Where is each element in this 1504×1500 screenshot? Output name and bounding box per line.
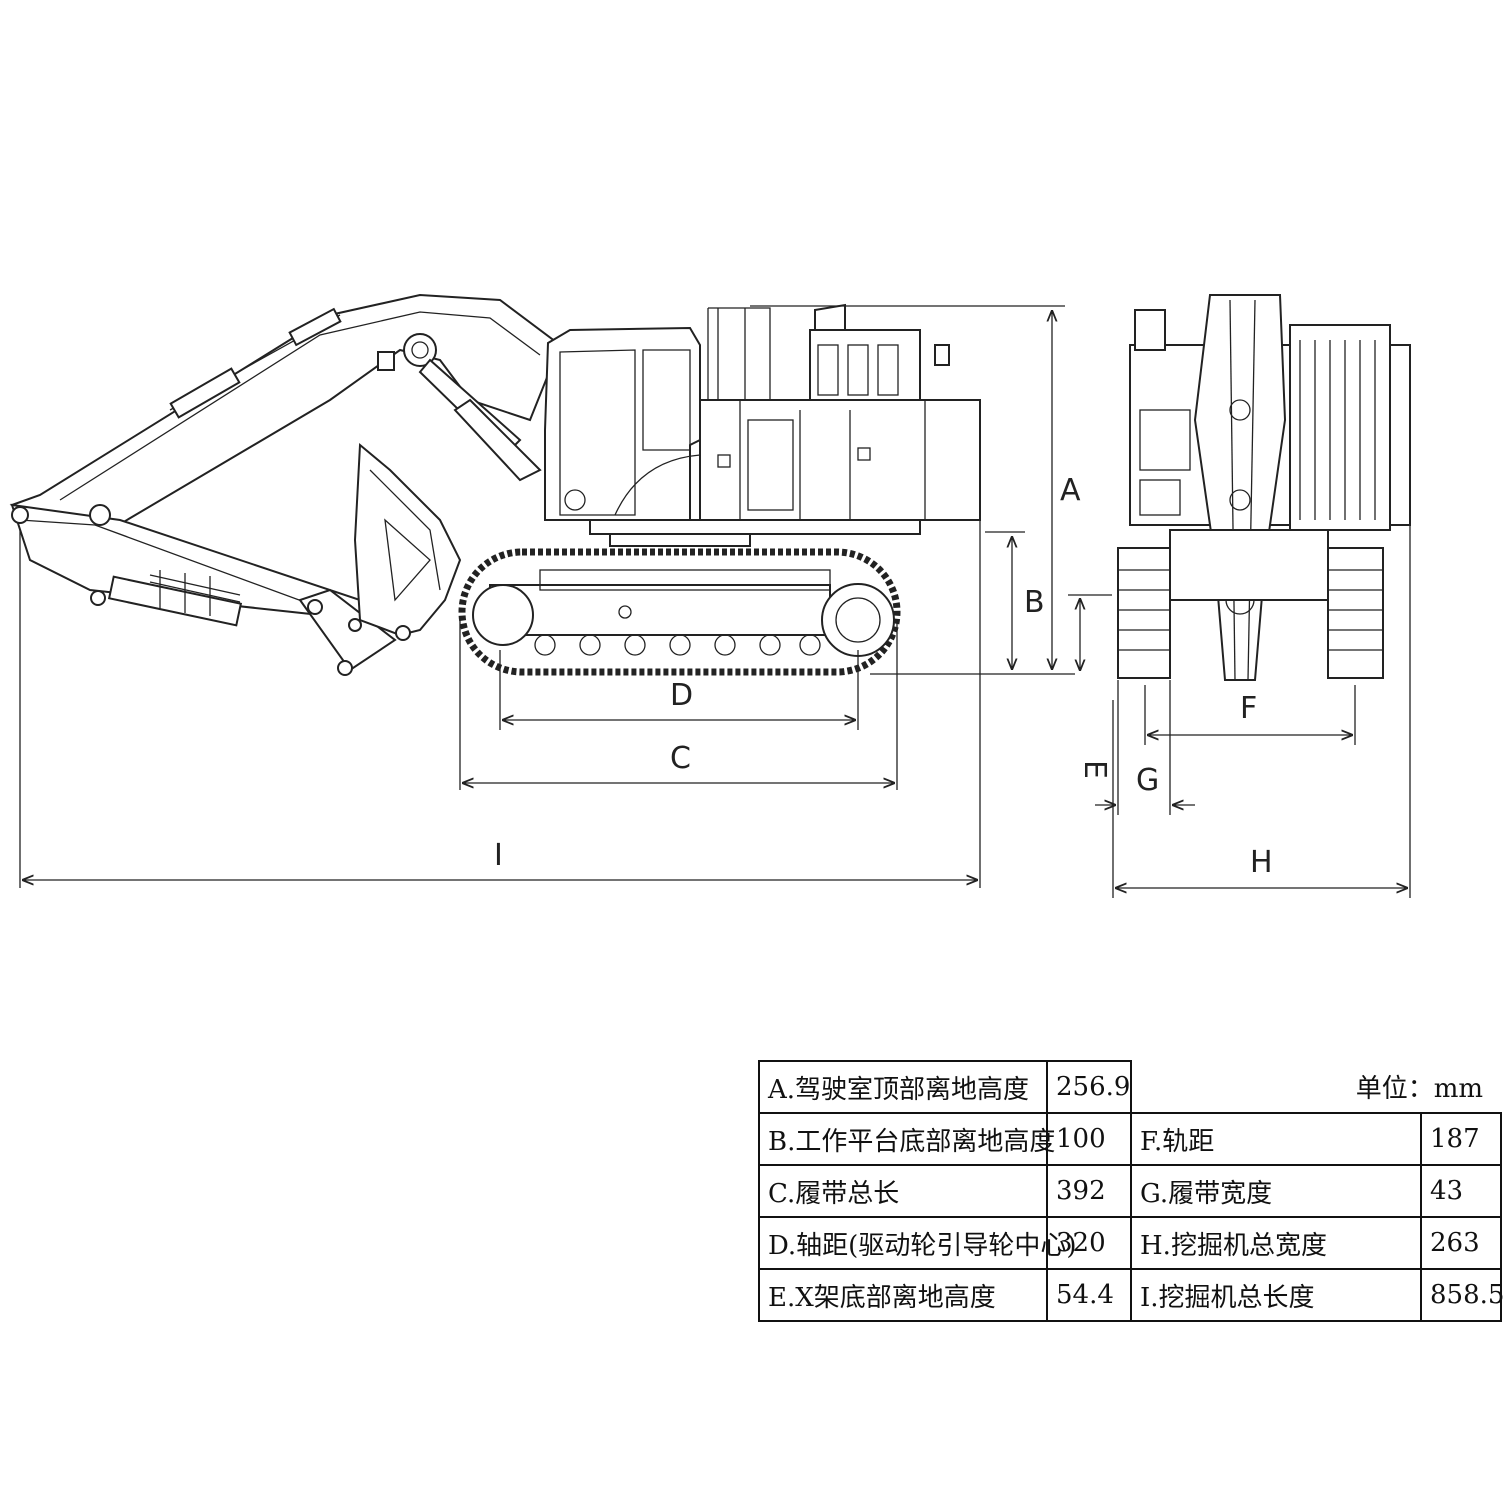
dim-label-i: I	[494, 838, 503, 873]
dim-label-h: H	[1250, 845, 1273, 880]
spec-value-e: 54.4	[1046, 1268, 1132, 1322]
spec-label-g: G.履带宽度	[1130, 1164, 1422, 1218]
spec-value-h: 263	[1420, 1216, 1502, 1270]
undercarriage	[458, 548, 901, 676]
spec-label-b: B.工作平台底部离地高度	[758, 1112, 1055, 1166]
dimension-lines-front	[1068, 520, 1411, 898]
table-row: D.轴距(驱动轮引导轮中心) 320 H.挖掘机总宽度 263	[758, 1216, 1502, 1270]
spec-value-d: 320	[1046, 1216, 1132, 1270]
bucket	[348, 442, 462, 641]
table-row: C.履带总长 392 G.履带宽度 43	[758, 1164, 1502, 1218]
table-row: E.X架底部离地高度 54.4 I.挖掘机总长度 858.5	[758, 1268, 1504, 1322]
unit-label: 单位：mm	[1130, 1061, 1501, 1114]
boom-cylinder	[418, 358, 542, 482]
cab	[544, 326, 701, 521]
spec-value-i: 858.5	[1420, 1268, 1504, 1322]
spec-label-a: A.驾驶室顶部离地高度	[758, 1060, 1048, 1114]
spec-label-e: E.X架底部离地高度	[758, 1268, 1048, 1322]
arm	[10, 503, 392, 642]
spec-label-h: H.挖掘机总宽度	[1130, 1216, 1422, 1270]
dim-label-e: E	[1077, 760, 1112, 779]
spec-value-c: 392	[1046, 1164, 1132, 1218]
spec-table: A.驾驶室顶部离地高度 256.9 单位：mm B.工作平台底部离地高度 100…	[758, 1060, 1504, 1322]
spec-value-f: 187	[1420, 1112, 1502, 1166]
table-row: B.工作平台底部离地高度 100 F.轨距 187	[758, 1112, 1502, 1166]
front-boom	[1193, 294, 1287, 681]
spec-label-d: D.轴距(驱动轮引导轮中心)	[758, 1216, 1076, 1270]
handrail	[707, 307, 771, 400]
spec-label-i: I.挖掘机总长度	[1130, 1268, 1422, 1322]
dim-label-c: C	[670, 741, 691, 776]
upper-structure	[589, 303, 981, 547]
spec-label-f: F.轨距	[1130, 1112, 1422, 1166]
spec-value-g: 43	[1420, 1164, 1502, 1218]
front-view: E F G H	[1068, 294, 1411, 898]
spec-value-b: 100	[1046, 1112, 1132, 1166]
front-tracks	[1117, 529, 1384, 679]
dimension-lines-side	[19, 305, 1075, 888]
spec-value-a: 256.9	[1046, 1060, 1132, 1114]
side-view: A B D C I	[9, 293, 1081, 888]
dim-label-g: G	[1136, 763, 1159, 798]
bucket-cylinder	[107, 570, 243, 627]
table-row: A.驾驶室顶部离地高度 256.9 单位：mm	[758, 1060, 1501, 1114]
dim-label-a: A	[1060, 473, 1081, 508]
boom	[9, 293, 562, 547]
dim-label-d: D	[670, 678, 693, 713]
bucket-linkage	[298, 588, 397, 676]
dim-label-b: B	[1024, 585, 1045, 620]
spec-label-c: C.履带总长	[758, 1164, 1048, 1218]
excavator-dimension-drawing: A B D C I	[9, 293, 1411, 898]
dim-label-f: F	[1240, 691, 1257, 726]
